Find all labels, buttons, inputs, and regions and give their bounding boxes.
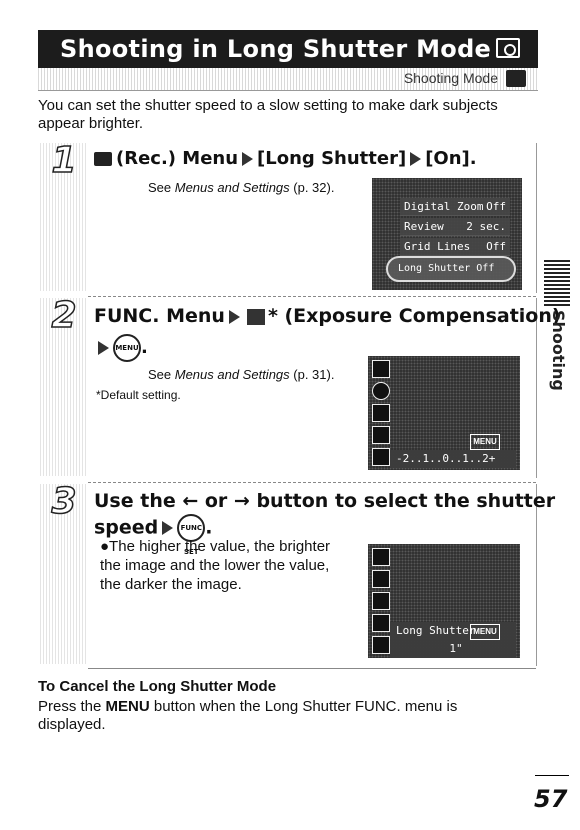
- step-heading-2-line2: MENU.: [94, 334, 148, 362]
- step-frame-2: [88, 298, 537, 478]
- menu-label-tag: MENU: [470, 624, 500, 640]
- camera-icon: [496, 38, 520, 58]
- exposure-scale: -2..1..0..1..2+: [390, 450, 516, 468]
- step-divider: [88, 482, 536, 483]
- shooting-mode-icon: [506, 70, 526, 87]
- arrow-right-icon: [98, 341, 109, 355]
- arrow-right-icon: [228, 309, 240, 324]
- mode-subtitle-bar: Shooting Mode: [38, 68, 538, 91]
- exposure-compensation-icon: [246, 308, 265, 325]
- default-setting-note: *Default setting.: [96, 388, 181, 402]
- arrow-right-icon: [242, 152, 254, 166]
- page-title: Shooting in Long Shutter Mode: [60, 35, 492, 63]
- long-shutter-strip: Long Shutter: [390, 622, 516, 640]
- resolution-icon: [372, 636, 390, 654]
- page-number-rule: [535, 775, 569, 776]
- cancel-section-body: Press the MENU button when the Long Shut…: [38, 698, 458, 733]
- step-number-2: 2: [40, 297, 88, 476]
- exposure-icon: [372, 382, 390, 400]
- arrow-right-icon: [162, 521, 174, 535]
- mode-icon: [372, 548, 390, 566]
- mode-subtitle: Shooting Mode: [403, 70, 498, 86]
- step-heading-2: FUNC. Menu* (Exposure Compensation): [94, 305, 561, 327]
- camera-screen-3: Long Shutter MENU 1": [368, 544, 520, 658]
- step-reference-1: See Menus and Settings (p. 32).: [148, 180, 335, 195]
- step-reference-2: See Menus and Settings (p. 31).: [148, 367, 335, 382]
- step-frame-3: [88, 484, 537, 666]
- step-3-bullet: ●The higher the value, the brighter the …: [100, 538, 331, 593]
- camera-screen-2: MENU -2..1..0..1..2+: [368, 356, 520, 470]
- highlighted-menu-row: Long Shutter Off: [386, 256, 516, 282]
- intro-text: You can set the shutter speed to a slow …: [38, 97, 498, 132]
- resolution-icon: [372, 448, 390, 466]
- page-number: 57: [534, 785, 568, 813]
- step-heading-3: Use the ← or → button to select the shut…: [94, 490, 556, 512]
- step-heading-1: (Rec.) Menu[Long Shutter][On].: [94, 148, 477, 170]
- function-icons-column: [372, 548, 390, 658]
- step-divider: [88, 296, 536, 297]
- flash-icon: [372, 614, 390, 632]
- step-number-1: 1: [40, 142, 88, 291]
- cancel-section-title: To Cancel the Long Shutter Mode: [38, 678, 277, 695]
- menu-label-tag: MENU: [470, 434, 500, 450]
- page-title-bar: Shooting in Long Shutter Mode: [38, 30, 538, 68]
- section-divider: [88, 668, 536, 669]
- white-balance-icon: [372, 570, 390, 588]
- white-balance-icon: [372, 404, 390, 422]
- mode-icon: [372, 360, 390, 378]
- arrow-right-icon: [410, 152, 422, 166]
- shutter-speed-value: 1": [390, 640, 516, 658]
- chapter-tab-marker: [544, 258, 570, 306]
- step-number-3: 3: [40, 483, 88, 664]
- step-frame-1: [88, 143, 537, 293]
- camera-icon: [94, 152, 112, 166]
- color-mode-icon: [372, 592, 390, 610]
- function-icons-column: [372, 360, 390, 470]
- color-mode-icon: [372, 426, 390, 444]
- menu-button-icon: MENU: [113, 334, 141, 362]
- func-set-button-icon: FUNC SET: [177, 514, 206, 556]
- chapter-tab-label: Shooting: [549, 310, 568, 391]
